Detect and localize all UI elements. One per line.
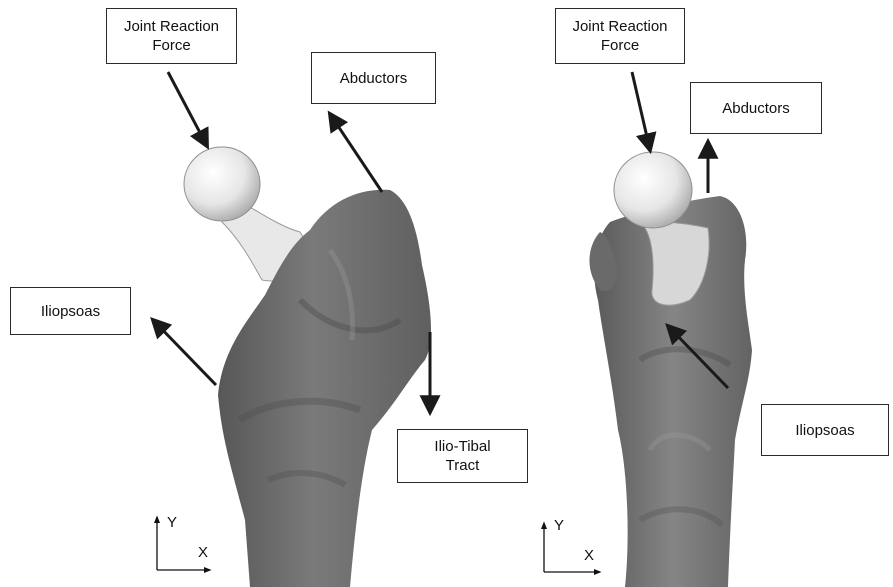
left-axes: Y X (157, 514, 210, 570)
left-axis-x-label: X (198, 544, 208, 561)
left-femoral-head (184, 147, 260, 221)
right-abductors-label: Abductors (690, 82, 822, 134)
left-iliopsoas-label: Iliopsoas (10, 287, 131, 335)
right-joint-reaction-label: Joint Reaction Force (555, 8, 685, 64)
left-femur (184, 147, 431, 587)
left-axis-y-label: Y (167, 514, 177, 531)
right-femoral-head (614, 152, 692, 228)
left-iliopsoas-arrow (153, 320, 216, 385)
left-ilio-tibal-label: Ilio-Tibal Tract (397, 429, 528, 483)
left-abductors-arrow (330, 114, 382, 192)
right-iliopsoas-label: Iliopsoas (761, 404, 889, 456)
left-abductors-label: Abductors (311, 52, 436, 104)
right-axis-y-label: Y (554, 517, 564, 534)
right-axes: Y X (544, 517, 600, 572)
right-joint-reaction-arrow (632, 72, 650, 150)
left-joint-reaction-label: Joint Reaction Force (106, 8, 237, 64)
right-femur (589, 152, 752, 587)
right-axis-x-label: X (584, 547, 594, 564)
left-joint-reaction-arrow (168, 72, 207, 146)
